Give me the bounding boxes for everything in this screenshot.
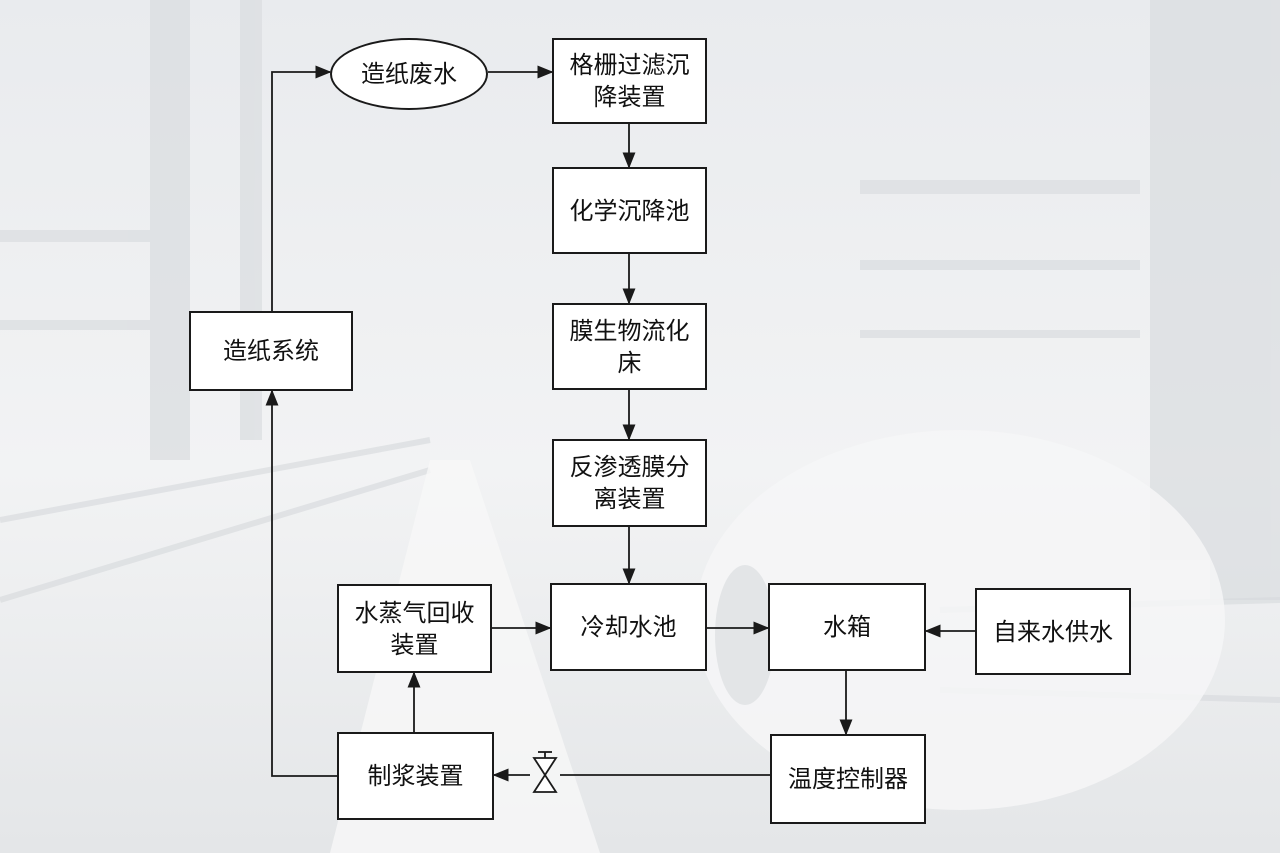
- node-pulping-device: 制浆装置: [337, 732, 494, 820]
- node-chemical-settling-pool-label: 化学沉降池: [569, 196, 690, 225]
- node-ro-membrane-unit-label: 反渗透膜分离装置: [569, 453, 690, 513]
- node-tap-water-supply-label: 自来水供水: [993, 617, 1113, 646]
- valve-icon: [532, 751, 558, 793]
- node-chemical-settling-pool: 化学沉降池: [552, 167, 707, 254]
- node-paper-wastewater-label: 造纸废水: [361, 60, 457, 88]
- node-membrane-bio-bed-label: 膜生物流化床: [569, 316, 690, 377]
- node-paper-wastewater: 造纸废水: [330, 38, 488, 110]
- node-cooling-pool: 冷却水池: [550, 583, 707, 671]
- node-water-tank: 水箱: [768, 583, 926, 671]
- node-grid-filter-settling-label: 格栅过滤沉降装置: [569, 51, 690, 111]
- node-paper-system-label: 造纸系统: [223, 337, 319, 365]
- edge-paper-system-to-wastewater: [271, 65, 332, 311]
- node-temperature-controller-label: 温度控制器: [788, 765, 908, 793]
- node-water-tank-label: 水箱: [823, 613, 871, 641]
- node-grid-filter-settling: 格栅过滤沉降装置: [552, 38, 707, 124]
- node-cooling-pool-label: 冷却水池: [580, 613, 677, 641]
- edge-pulping-to-paper-system: [265, 389, 337, 777]
- node-pulping-device-label: 制浆装置: [367, 762, 464, 790]
- node-steam-recovery-label: 水蒸气回收装置: [354, 598, 475, 659]
- node-tap-water-supply: 自来水供水: [975, 588, 1131, 675]
- node-paper-system: 造纸系统: [189, 311, 353, 391]
- node-temperature-controller: 温度控制器: [770, 734, 926, 824]
- node-ro-membrane-unit: 反渗透膜分离装置: [552, 439, 707, 527]
- node-steam-recovery: 水蒸气回收装置: [337, 584, 492, 673]
- node-membrane-bio-bed: 膜生物流化床: [552, 303, 707, 390]
